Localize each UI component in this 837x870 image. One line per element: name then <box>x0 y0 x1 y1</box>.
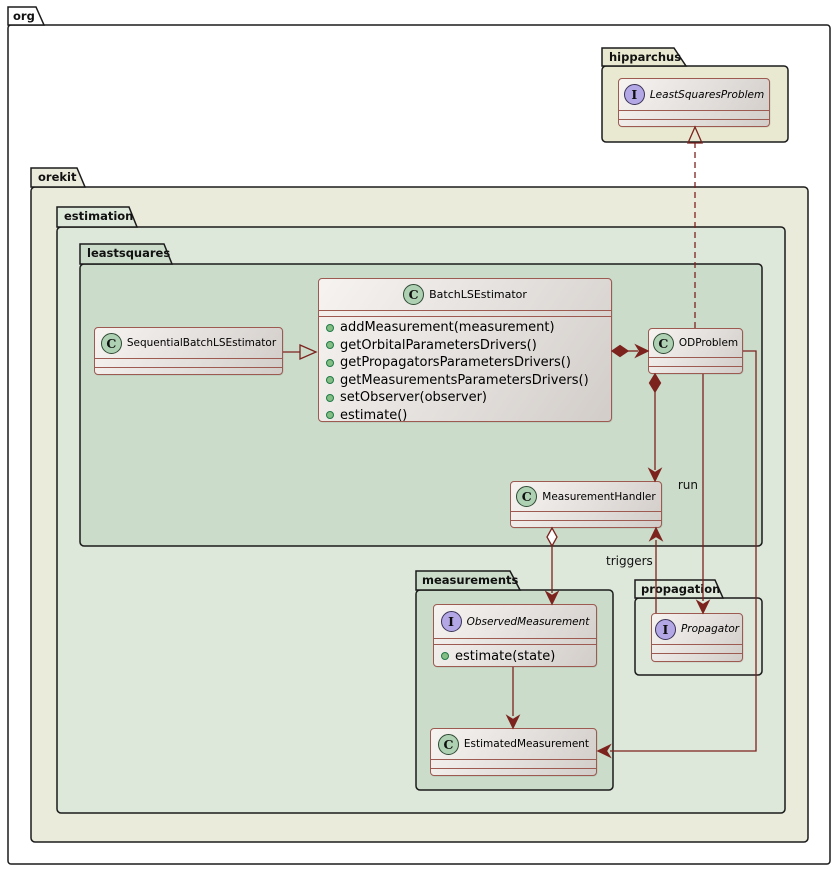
method-label: estimate(state) <box>455 648 556 664</box>
method-visibility-icon <box>326 323 334 332</box>
method-visibility-icon <box>326 341 334 350</box>
method-item: getPropagatorsParametersDrivers() <box>326 354 611 372</box>
edge-label-triggers: triggers <box>606 554 653 568</box>
class-icon: C <box>652 332 674 354</box>
class-estimated-measurement: C EstimatedMeasurement <box>430 728 597 776</box>
method-label: addMeasurement(measurement) <box>340 320 555 336</box>
class-title: C EstimatedMeasurement <box>431 729 596 759</box>
methods-compartment <box>431 768 596 775</box>
class-title: C MeasurementHandler <box>511 482 661 511</box>
fields-compartment <box>319 310 611 316</box>
method-label: getMeasurementsParametersDrivers() <box>340 372 589 388</box>
class-title: C SequentialBatchLSEstimator <box>95 328 282 358</box>
package-estimation-tab <box>56 206 139 228</box>
package-measurements-label: measurements <box>422 573 519 587</box>
package-leastsquares-tab <box>79 243 174 265</box>
interface-icon: I <box>440 611 462 632</box>
package-org-label: org <box>13 9 35 23</box>
class-sequential-batch-ls-estimator: C SequentialBatchLSEstimator <box>94 327 283 375</box>
package-orekit-label: orekit <box>38 170 77 184</box>
class-name: MeasurementHandler <box>542 490 656 503</box>
class-name: BatchLSEstimator <box>429 288 527 301</box>
package-orekit-tab <box>30 167 87 188</box>
method-label: getOrbitalParametersDrivers() <box>340 337 537 353</box>
class-od-problem: C ODProblem <box>648 328 743 374</box>
class-title: I Propagator <box>652 614 742 644</box>
edge-label-run: run <box>677 478 698 492</box>
package-hipparchus-label: hipparchus <box>609 50 682 64</box>
class-batch-ls-estimator: C BatchLSEstimator addMeasurement(measur… <box>318 278 612 424</box>
methods-compartment <box>95 367 282 374</box>
fields-compartment <box>95 358 282 367</box>
fields-compartment <box>511 511 661 520</box>
class-propagator: I Propagator <box>651 613 743 662</box>
method-item: getOrbitalParametersDrivers() <box>326 337 611 355</box>
method-item: estimate() <box>326 407 611 425</box>
method-label: estimate() <box>340 407 408 423</box>
class-name: ODProblem <box>678 337 739 349</box>
method-visibility-icon <box>441 652 449 660</box>
class-icon: C <box>437 733 459 755</box>
fields-compartment <box>431 759 596 768</box>
fields-compartment <box>649 357 742 366</box>
methods-compartment <box>619 119 769 126</box>
package-estimation-label: estimation <box>64 209 134 223</box>
interface-icon: I <box>654 618 676 640</box>
class-least-squares-problem: I LeastSquaresProblem <box>618 78 770 127</box>
class-observed-measurement: I ObservedMeasurement estimate(state) <box>433 604 597 667</box>
method-list: estimate(state) <box>434 644 596 667</box>
method-visibility-icon <box>326 393 334 402</box>
class-title: C ODProblem <box>649 329 742 357</box>
interface-icon: I <box>623 84 645 105</box>
fields-compartment <box>434 638 596 644</box>
package-leastsquares-label: leastsquares <box>87 246 171 260</box>
methods-compartment <box>511 520 661 527</box>
class-title: C BatchLSEstimator <box>319 279 611 310</box>
class-icon: C <box>516 486 538 507</box>
method-item: addMeasurement(measurement) <box>326 319 611 337</box>
method-item: setObserver(observer) <box>326 389 611 407</box>
class-name: ObservedMeasurement <box>466 615 590 628</box>
methods-compartment <box>649 366 742 373</box>
package-measurements-tab <box>415 570 522 591</box>
class-measurement-handler: C MeasurementHandler <box>510 481 662 528</box>
class-name: LeastSquaresProblem <box>649 88 765 101</box>
class-icon: C <box>100 332 122 354</box>
method-label: setObserver(observer) <box>340 390 488 406</box>
class-name: EstimatedMeasurement <box>463 738 590 750</box>
method-label: getPropagatorsParametersDrivers() <box>340 355 571 371</box>
method-visibility-icon <box>326 376 334 385</box>
method-item: getMeasurementsParametersDrivers() <box>326 372 611 390</box>
class-title: I ObservedMeasurement <box>434 605 596 638</box>
fields-compartment <box>652 644 742 653</box>
method-list: addMeasurement(measurement) getOrbitalPa… <box>319 316 611 424</box>
class-name: SequentialBatchLSEstimator <box>126 337 277 349</box>
class-title: I LeastSquaresProblem <box>619 79 769 110</box>
method-visibility-icon <box>326 358 334 367</box>
class-name: Propagator <box>680 623 740 635</box>
package-org-tab <box>7 6 46 26</box>
class-icon: C <box>403 284 425 305</box>
package-hipparchus-tab <box>601 47 688 67</box>
methods-compartment <box>652 653 742 661</box>
method-item: estimate(state) <box>441 645 596 667</box>
method-visibility-icon <box>326 411 334 420</box>
fields-compartment <box>619 110 769 119</box>
package-propagation-label: propagation <box>641 582 721 596</box>
